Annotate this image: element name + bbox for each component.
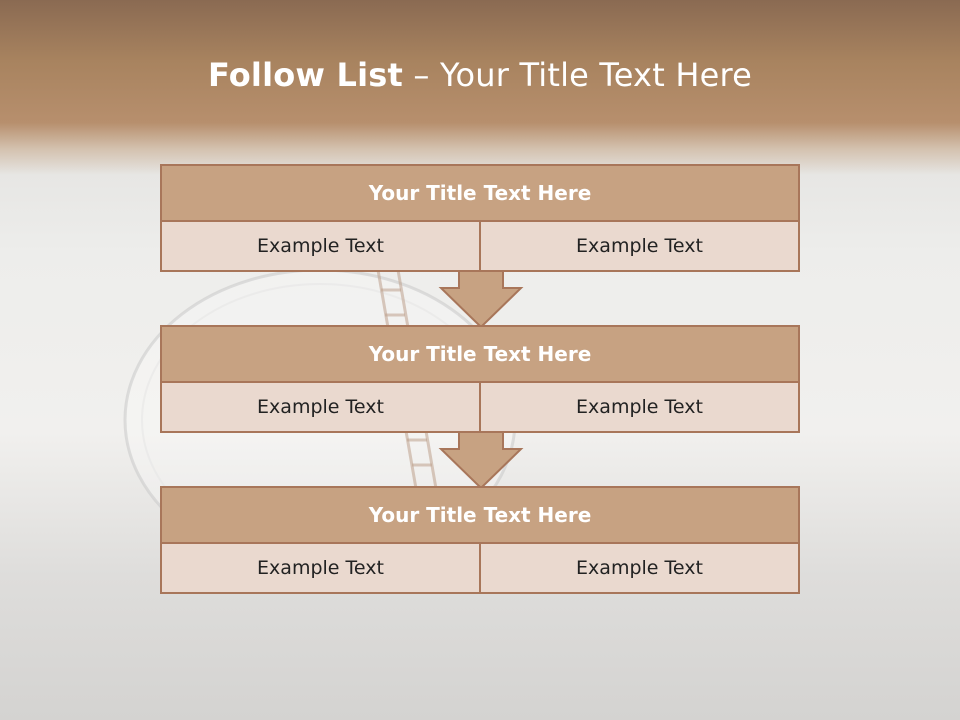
step-cell-right: Example Text: [479, 222, 798, 270]
down-arrow-icon: [438, 431, 524, 490]
step-row: Example Text Example Text: [162, 544, 798, 592]
step-cell-left: Example Text: [162, 383, 479, 431]
slide-title-rest: – Your Title Text Here: [403, 56, 753, 94]
step-cell-right: Example Text: [479, 544, 798, 592]
step-box-2: Your Title Text Here Example Text Exampl…: [160, 325, 800, 433]
step-cell-left: Example Text: [162, 544, 479, 592]
step-box-3: Your Title Text Here Example Text Exampl…: [160, 486, 800, 594]
header-band: [0, 0, 960, 175]
slide-title: Follow List – Your Title Text Here: [0, 56, 960, 94]
slide-title-bold: Follow List: [207, 56, 404, 94]
down-arrow-icon: [438, 270, 524, 329]
step-cell-right: Example Text: [479, 383, 798, 431]
step-title: Your Title Text Here: [162, 166, 798, 222]
step-title: Your Title Text Here: [162, 488, 798, 544]
step-title: Your Title Text Here: [162, 327, 798, 383]
step-cell-left: Example Text: [162, 222, 479, 270]
step-row: Example Text Example Text: [162, 222, 798, 270]
step-row: Example Text Example Text: [162, 383, 798, 431]
step-box-1: Your Title Text Here Example Text Exampl…: [160, 164, 800, 272]
